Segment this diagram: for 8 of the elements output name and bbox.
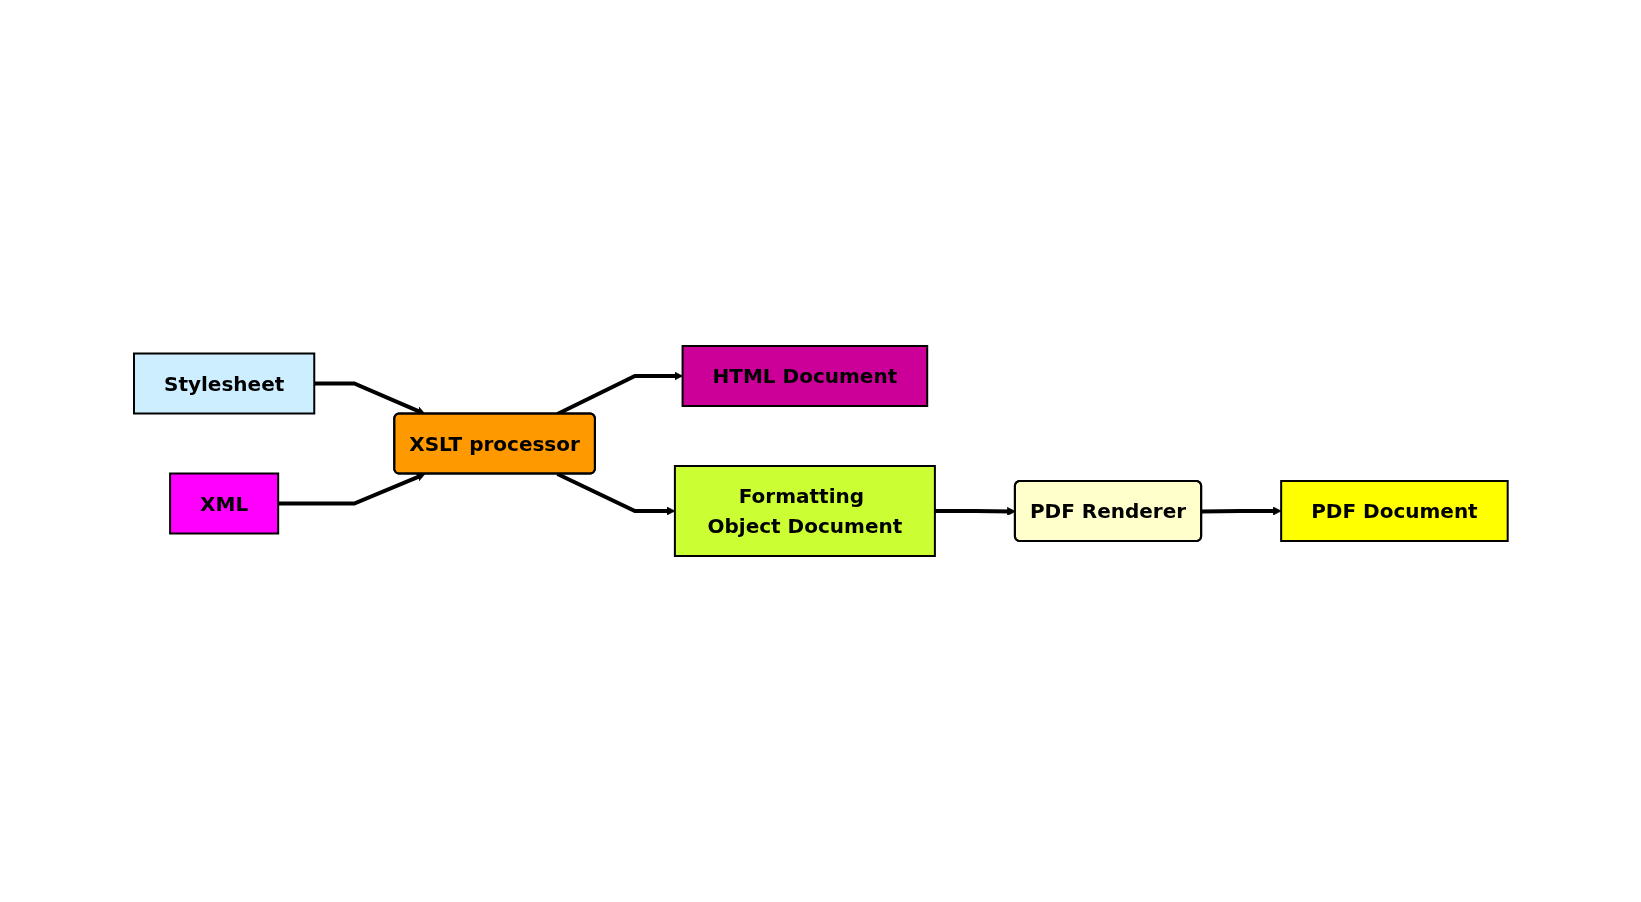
node-box: PDF Document (1279, 480, 1509, 542)
arrow (313, 381, 425, 415)
node-box: Stylesheet (132, 352, 315, 415)
node-box: HTML Document (681, 345, 928, 407)
node-box: Formatting Object Document (673, 465, 936, 557)
arrow (277, 473, 425, 506)
arrow (556, 472, 675, 516)
node-box: XML (168, 472, 279, 535)
